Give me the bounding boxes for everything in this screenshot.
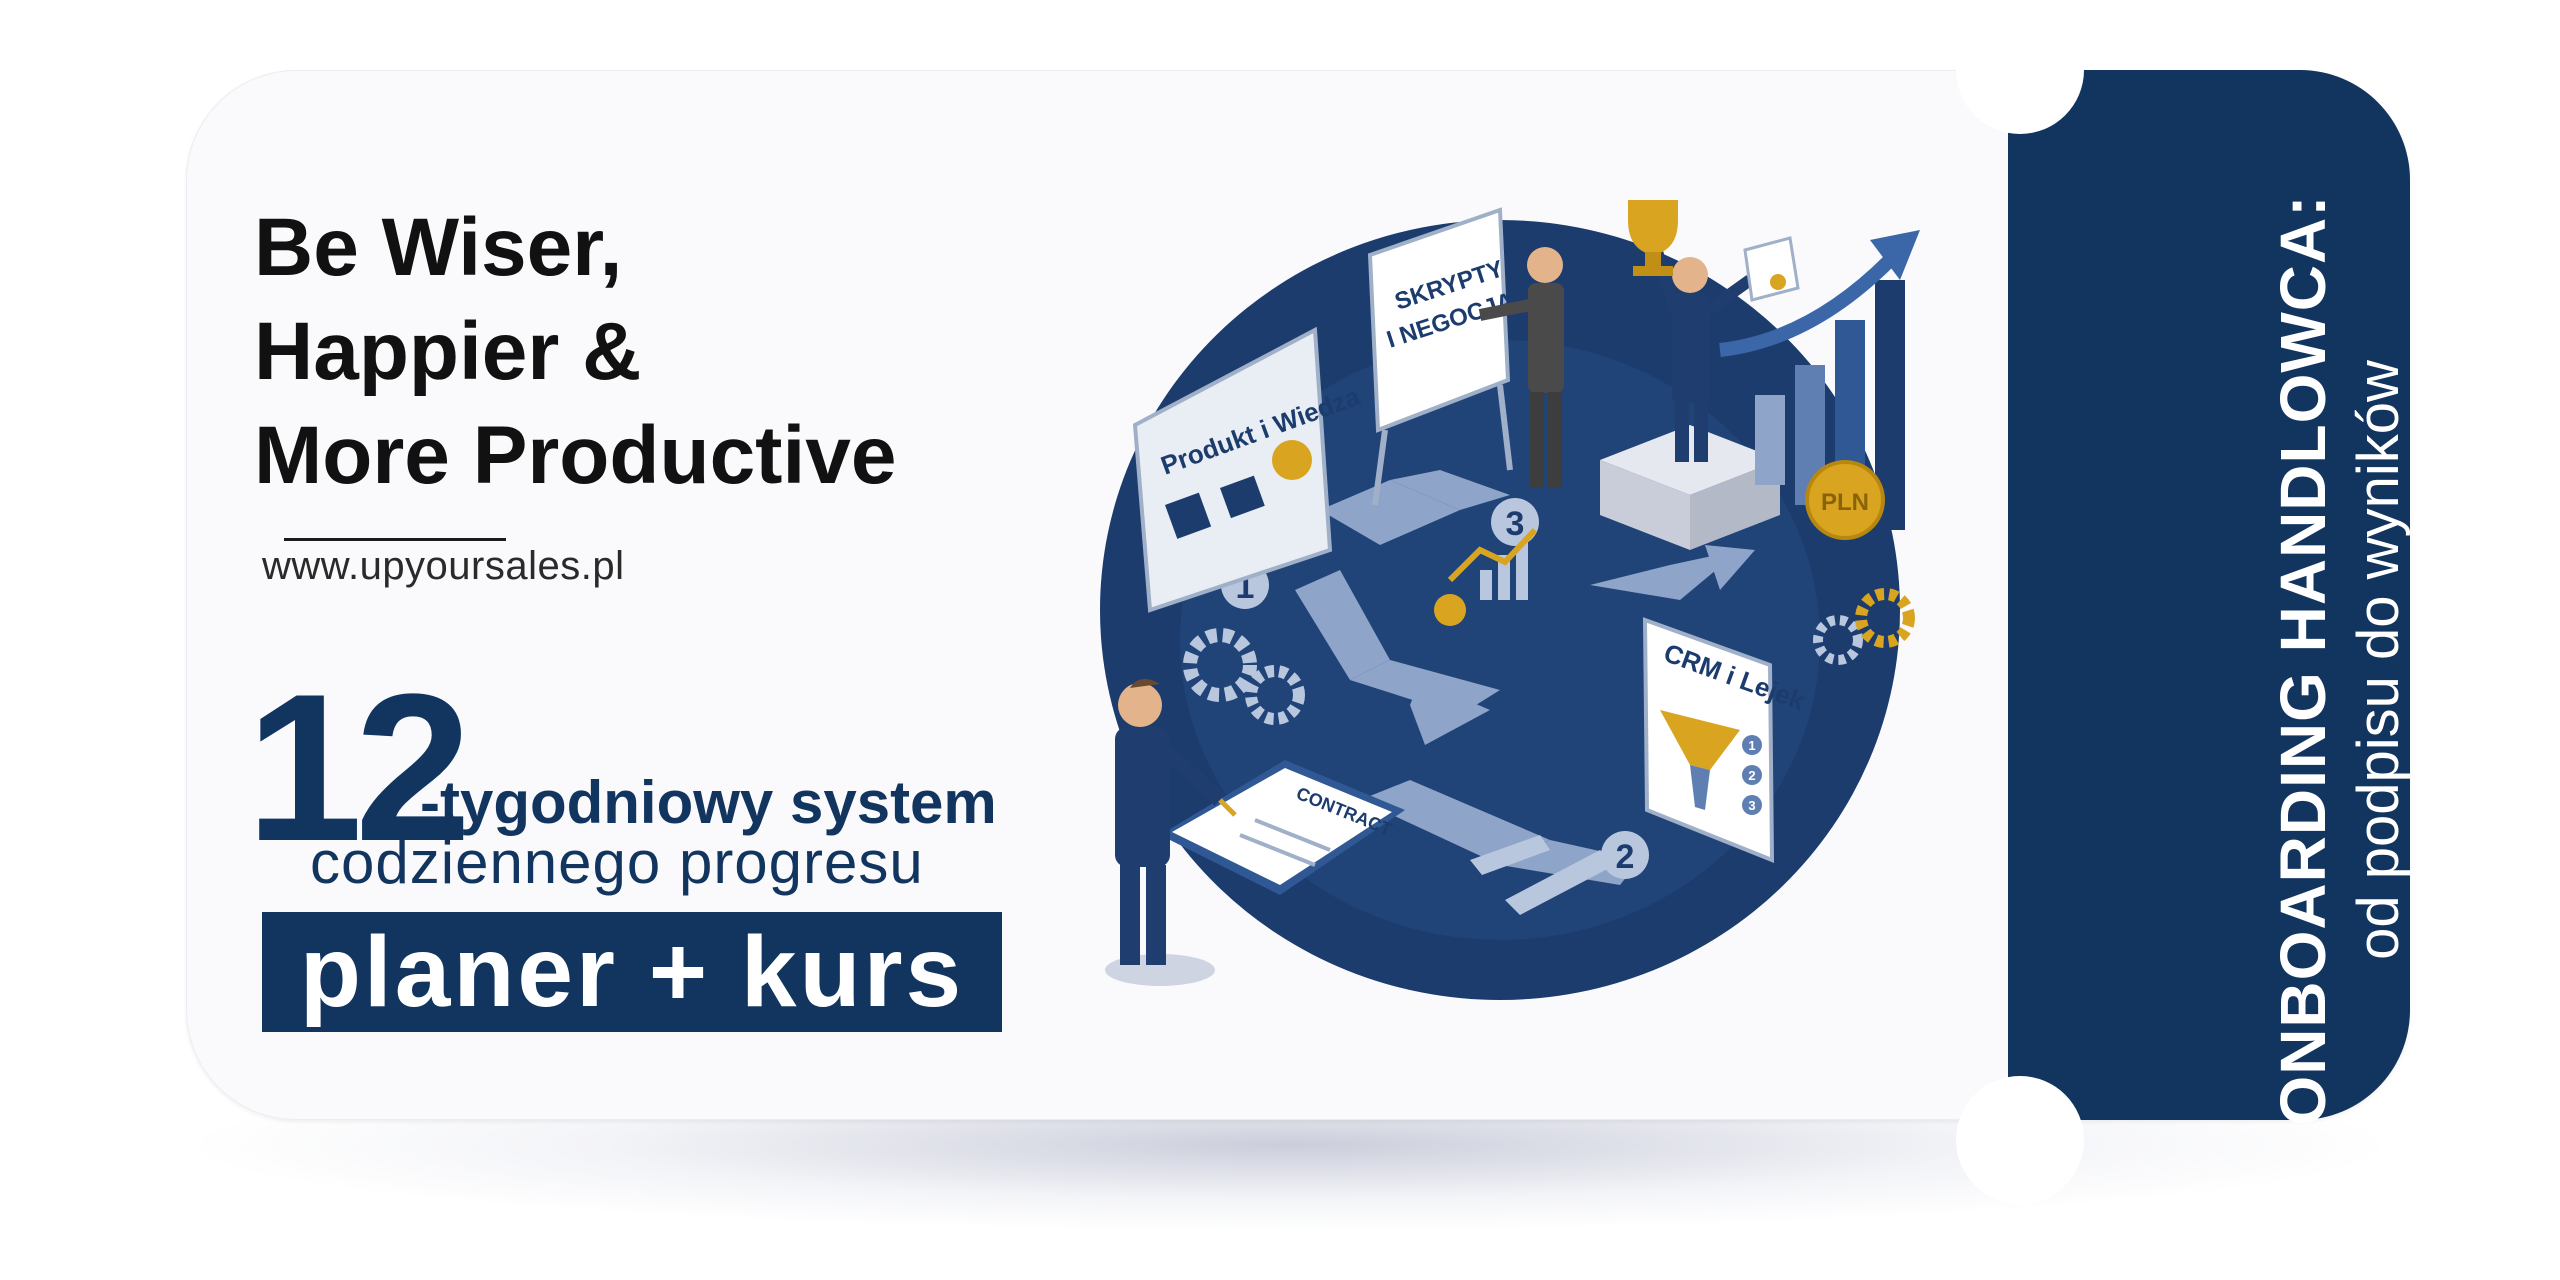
program-subtitle-line1: -tygodniowy system (420, 769, 997, 836)
product-knowledge-board: Produkt i Wiedza (1132, 326, 1364, 613)
ticket-notch-bottom (1956, 1076, 2084, 1204)
step-number-2: 2 (1616, 838, 1635, 876)
ticket-stub (2008, 70, 2410, 1120)
program-weeks-number: 12 (246, 650, 472, 885)
program-subtitle-line2: codziennego progresu (310, 829, 924, 896)
certificate-icon (1743, 236, 1800, 302)
headline-line1: Be Wiser, (254, 202, 623, 293)
coin-label: PLN (1821, 489, 1869, 516)
award-icon (1272, 440, 1312, 480)
ticket-notch-top (1956, 6, 2084, 134)
onboarding-illustration: 1 2 3 Produkt i Wiedza SKRYPTY I NEGOCJA… (1100, 200, 1920, 1000)
winner-figure (1649, 243, 1754, 462)
journey-path (1295, 470, 1755, 885)
presenter-figure (1478, 247, 1564, 487)
headline-line2: Happier & (254, 306, 642, 397)
funnel-step-3: 3 (1748, 798, 1755, 813)
funnel-step-1: 1 (1748, 738, 1755, 753)
funnel-icon (1660, 710, 1740, 770)
headline-line3: More Productive (254, 410, 897, 501)
planner-course-badge: planer + kurs (262, 912, 1002, 1032)
trophy-icon (1628, 200, 1678, 276)
phone-icon (1165, 492, 1212, 539)
step-badge-2: 2 (1601, 831, 1649, 879)
website-link[interactable]: www.upyoursales.pl (262, 544, 625, 588)
url-divider (284, 538, 506, 541)
gear-icons-left (1183, 628, 1305, 725)
stub-title-line2: od podpisu do wyników (2346, 360, 2411, 960)
coin-icon: PLN (1805, 460, 1885, 540)
businessman-figure (1105, 678, 1237, 986)
gear-icons-right (1813, 588, 1915, 665)
funnel-step-2: 2 (1748, 768, 1755, 783)
mini-growth-icon (1434, 527, 1538, 626)
cart-icon (1220, 475, 1265, 519)
stub-title-line1: ONBOARDING HANDLOWCA: (2267, 194, 2339, 1126)
stub-title: ONBOARDING HANDLOWCA: od podpisu do wyni… (2264, 194, 2416, 1125)
step-number-3: 3 (1506, 505, 1525, 543)
headline: Be Wiser, Happier & More Productive (254, 196, 896, 508)
step-badge-3: 3 (1491, 498, 1539, 546)
